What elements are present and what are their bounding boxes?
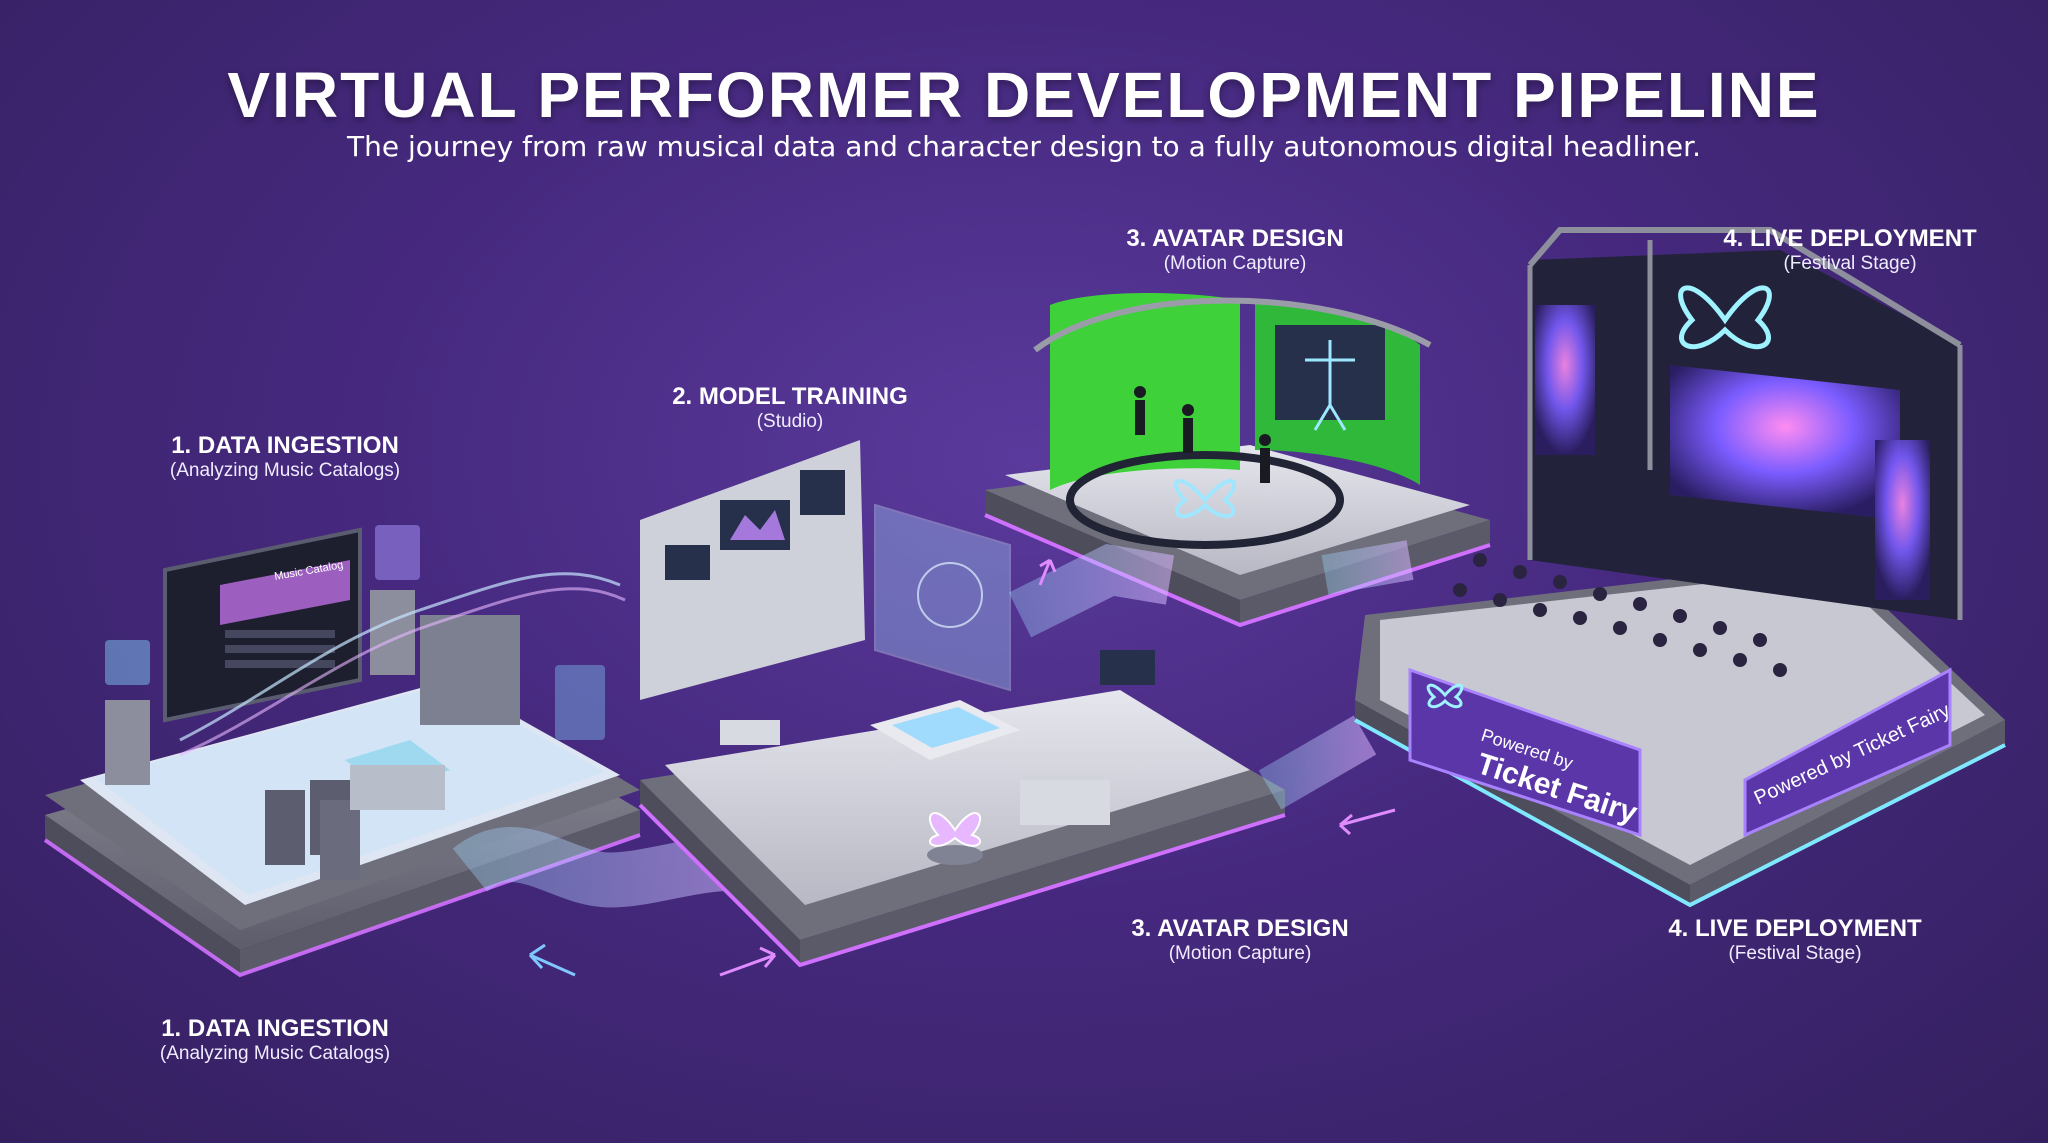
- stage-name: 1. DATA INGESTION: [171, 432, 399, 459]
- stage-sub: (Analyzing Music Catalogs): [169, 460, 401, 481]
- banner-left: Powered by Ticket Fairy: [1408, 667, 1642, 838]
- stage-name: 4. LIVE DEPLOYMENT: [1668, 915, 1922, 942]
- data-pipe-2-3: [1008, 544, 1175, 638]
- lower-label-data-ingestion: 1. DATA INGESTION (Analyzing Music Catal…: [145, 1015, 405, 1065]
- arrow-left-icon: [528, 943, 576, 977]
- stage-sub: (Motion Capture): [1168, 943, 1312, 964]
- arrow-up-icon: [1038, 558, 1057, 586]
- page-title: VIRTUAL PERFORMER DEVELOPMENT PIPELINE: [227, 59, 1821, 131]
- stage-sub: (Festival Stage): [1783, 253, 1917, 274]
- stage-sub: (Analyzing Music Catalogs): [159, 1043, 391, 1064]
- stage-label-avatar-design: 3. AVATAR DESIGN (Motion Capture): [1105, 225, 1365, 275]
- stage-label-data-ingestion: 1. DATA INGESTION (Analyzing Music Catal…: [155, 432, 415, 482]
- platform-data-ingestion: Music Catalog: [43, 525, 641, 978]
- arrow-right-icon: [719, 946, 777, 977]
- platform-avatar-design: [984, 293, 1491, 628]
- stage-sub: (Motion Capture): [1163, 253, 1307, 274]
- data-pipe-2-4: [1258, 715, 1377, 810]
- stage-name: 3. AVATAR DESIGN: [1131, 915, 1349, 942]
- stage-label-model-training: 2. MODEL TRAINING (Studio): [660, 383, 920, 433]
- stage-sub: (Festival Stage): [1728, 943, 1862, 964]
- stage-name: 3. AVATAR DESIGN: [1126, 225, 1344, 252]
- stage-sub: (Studio): [756, 411, 824, 432]
- lower-label-avatar-design: 3. AVATAR DESIGN (Motion Capture): [1110, 915, 1370, 965]
- stage-name: 1. DATA INGESTION: [161, 1015, 389, 1042]
- stage-name: 4. LIVE DEPLOYMENT: [1723, 225, 1977, 252]
- arrow-down-left-icon: [1338, 808, 1396, 836]
- page-subtitle: The journey from raw musical data and ch…: [347, 130, 1701, 163]
- stage-name: 2. MODEL TRAINING: [672, 383, 908, 410]
- data-pipe-3-4: [1321, 540, 1414, 595]
- lower-label-live-deployment: 4. LIVE DEPLOYMENT (Festival Stage): [1665, 915, 1925, 965]
- stage-label-live-deployment: 4. LIVE DEPLOYMENT (Festival Stage): [1720, 225, 1980, 275]
- platform-live-deployment: Powered by Ticket Fairy Powered by Ticke…: [1354, 227, 2006, 908]
- platform-model-training: [638, 440, 1286, 968]
